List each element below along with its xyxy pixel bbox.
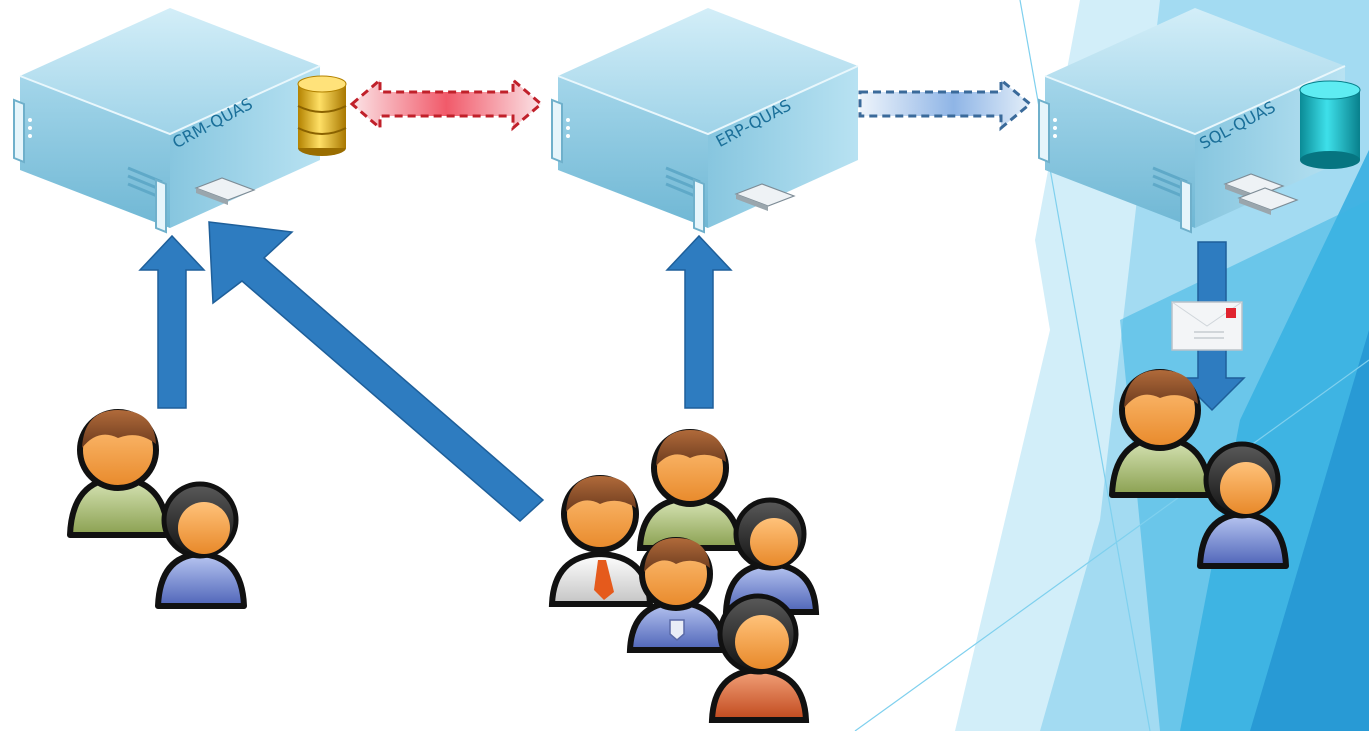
server-erp: ERP-QUAS: [550, 6, 860, 234]
arrow-group-center-to-crm: [208, 221, 545, 523]
arrow-group-left-to-crm: [138, 234, 206, 409]
connector-erp-sql: [858, 76, 1033, 132]
user-icon: [1197, 441, 1289, 569]
user-group-right: [1109, 369, 1289, 569]
user-group-center: [548, 429, 820, 723]
user-icon: [722, 497, 820, 615]
server-crm: CRM-QUAS: [12, 6, 322, 234]
user-icon: [636, 429, 744, 551]
user-icon: [67, 409, 171, 538]
arrow-group-center-to-erp: [665, 234, 733, 409]
user-icon: [626, 537, 728, 653]
server-sql: SQL-QUAS: [1037, 6, 1347, 234]
user-icon: [548, 475, 654, 607]
flow-arrows: [138, 221, 1246, 523]
user-icon: [155, 481, 247, 609]
user-icon: [1109, 369, 1213, 498]
connector-crm-erp: [349, 76, 544, 132]
envelope-icon: [1171, 301, 1243, 351]
user-icon: [708, 593, 810, 723]
user-group-left: [67, 409, 247, 609]
database-icon: [297, 75, 347, 156]
cylinder-database-icon: [1299, 80, 1361, 169]
